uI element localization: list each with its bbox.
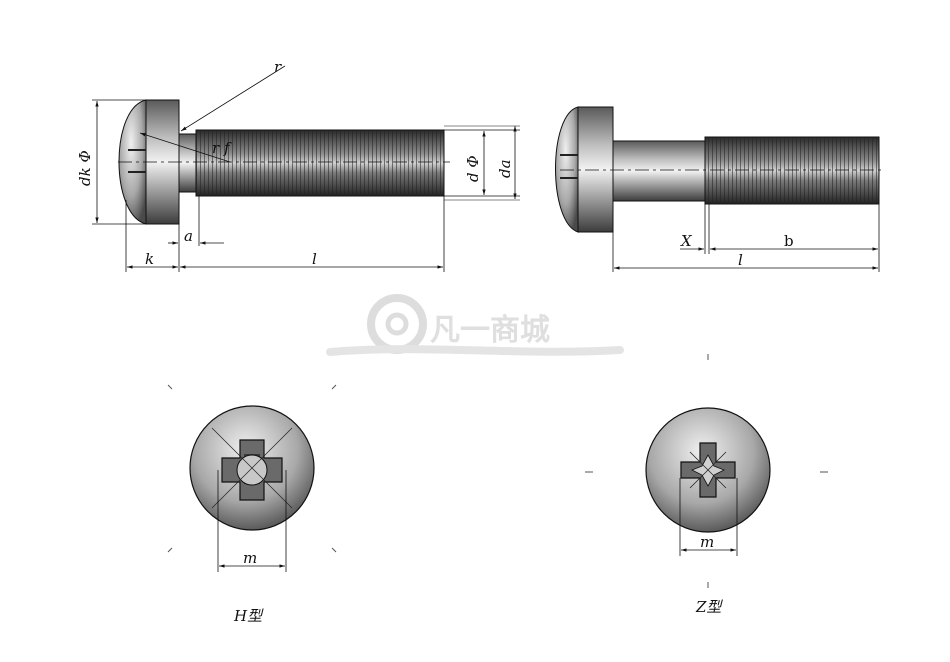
z-type-caption: Z型 (695, 598, 723, 616)
right-shank (612, 140, 706, 202)
rf-label: r f (212, 139, 232, 157)
m-h-label: m (243, 549, 257, 567)
b-label: b (784, 232, 794, 250)
h-type-caption: H型 (233, 607, 264, 625)
m-z-label: m (700, 533, 714, 551)
a-label: a (184, 227, 193, 245)
left-head-dome (118, 99, 147, 225)
right-head-dome (555, 106, 579, 233)
right-head-body (577, 106, 614, 233)
d-label: d Φ (464, 155, 482, 182)
z-type-view: m Z型 (585, 354, 828, 616)
left-screw-view: dk Φ d Φ da r r f a k l (76, 58, 520, 272)
x-label: X (680, 232, 693, 250)
h-type-view: m H型 (167, 384, 337, 625)
r-label: r (274, 58, 282, 76)
watermark-text: 凡一商城 (430, 313, 550, 348)
dk-label: dk Φ (76, 150, 94, 186)
l-right-label: l (738, 251, 743, 269)
watermark: 凡一商城 (326, 294, 624, 356)
da-label: da (496, 159, 514, 178)
right-screw-view: X b l (555, 106, 885, 272)
l-left-label: l (312, 250, 317, 268)
k-label: k (145, 250, 154, 268)
